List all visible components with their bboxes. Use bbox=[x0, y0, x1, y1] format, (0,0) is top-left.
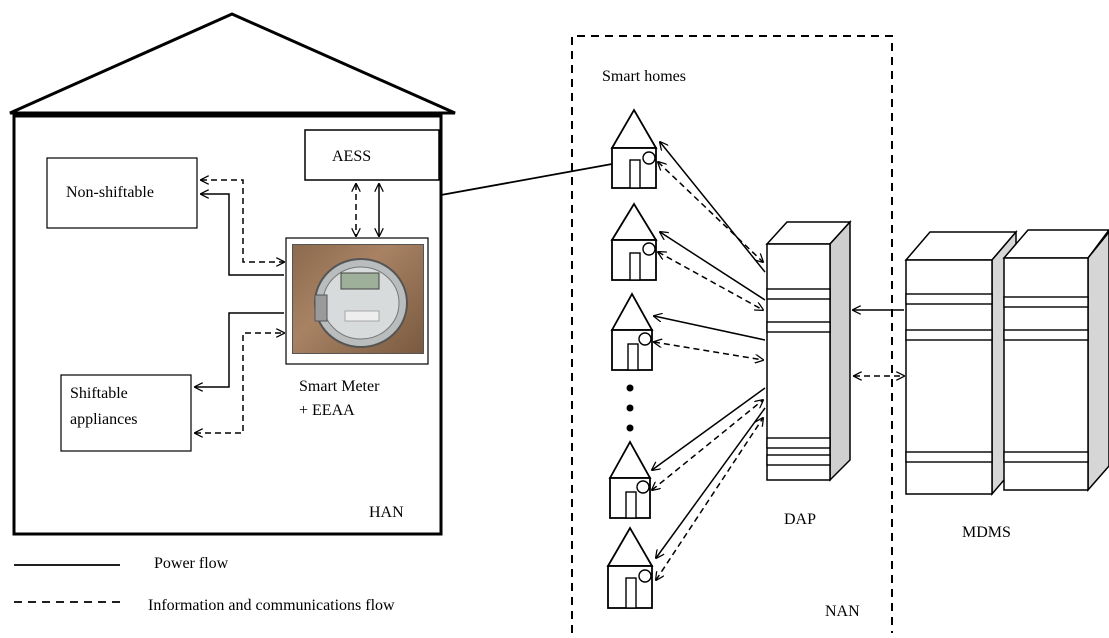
han-label: HAN bbox=[369, 504, 404, 521]
dap-home2-info bbox=[658, 252, 763, 310]
legend-info-label: Information and communications flow bbox=[148, 597, 395, 614]
dap-home4-info bbox=[652, 400, 763, 490]
dap-home1-power bbox=[660, 142, 766, 273]
shiftable-label-line2: appliances bbox=[70, 411, 138, 428]
dap-home3-power bbox=[654, 316, 766, 341]
ellipsis-dots bbox=[626, 384, 634, 432]
non-shiftable-label: Non-shiftable bbox=[66, 184, 154, 201]
smart-meter-label-line2: + EEAA bbox=[299, 402, 355, 419]
house-walls bbox=[12, 114, 443, 536]
house-roof bbox=[9, 12, 456, 115]
mdms-server-1 bbox=[904, 229, 1018, 497]
dap-tower bbox=[765, 220, 852, 482]
han-to-nan-line bbox=[440, 163, 613, 196]
nan-boundary bbox=[571, 35, 893, 633]
dap-home3-info bbox=[654, 342, 763, 360]
dap-home1-info bbox=[658, 162, 763, 262]
shift-info-arrow bbox=[195, 333, 284, 433]
nan-label: NAN bbox=[825, 603, 860, 620]
nonshift-power-arrow bbox=[201, 194, 284, 276]
mdms-label: MDMS bbox=[962, 524, 1011, 541]
han-house bbox=[9, 12, 456, 536]
shiftable-label-line1: Shiftable bbox=[70, 385, 128, 402]
dap-home5-power bbox=[656, 407, 766, 558]
smart-home-3 bbox=[610, 292, 654, 371]
smart-home-2 bbox=[610, 202, 658, 281]
dap-home4-power bbox=[652, 387, 766, 470]
aess-label: AESS bbox=[332, 148, 372, 165]
nonshift-info-arrow bbox=[201, 180, 284, 262]
smart-meter-photo bbox=[292, 244, 424, 354]
shiftable-box bbox=[60, 374, 192, 452]
smart-home-1 bbox=[610, 108, 658, 189]
aess-box bbox=[304, 129, 440, 181]
smart-meter-label-line1: Smart Meter bbox=[299, 378, 380, 395]
meter-icon bbox=[314, 258, 408, 348]
dap-home2-power bbox=[660, 232, 766, 301]
smart-homes-label: Smart homes bbox=[602, 68, 686, 85]
shift-power-arrow bbox=[195, 312, 284, 387]
dap-label: DAP bbox=[784, 511, 817, 528]
mdms-server-2 bbox=[1002, 229, 1109, 492]
dap-home5-info bbox=[656, 418, 763, 580]
non-shiftable-box bbox=[46, 157, 198, 229]
smart-home-5 bbox=[606, 526, 654, 609]
smart-home-4 bbox=[608, 440, 652, 519]
legend-power-label: Power flow bbox=[154, 555, 229, 572]
